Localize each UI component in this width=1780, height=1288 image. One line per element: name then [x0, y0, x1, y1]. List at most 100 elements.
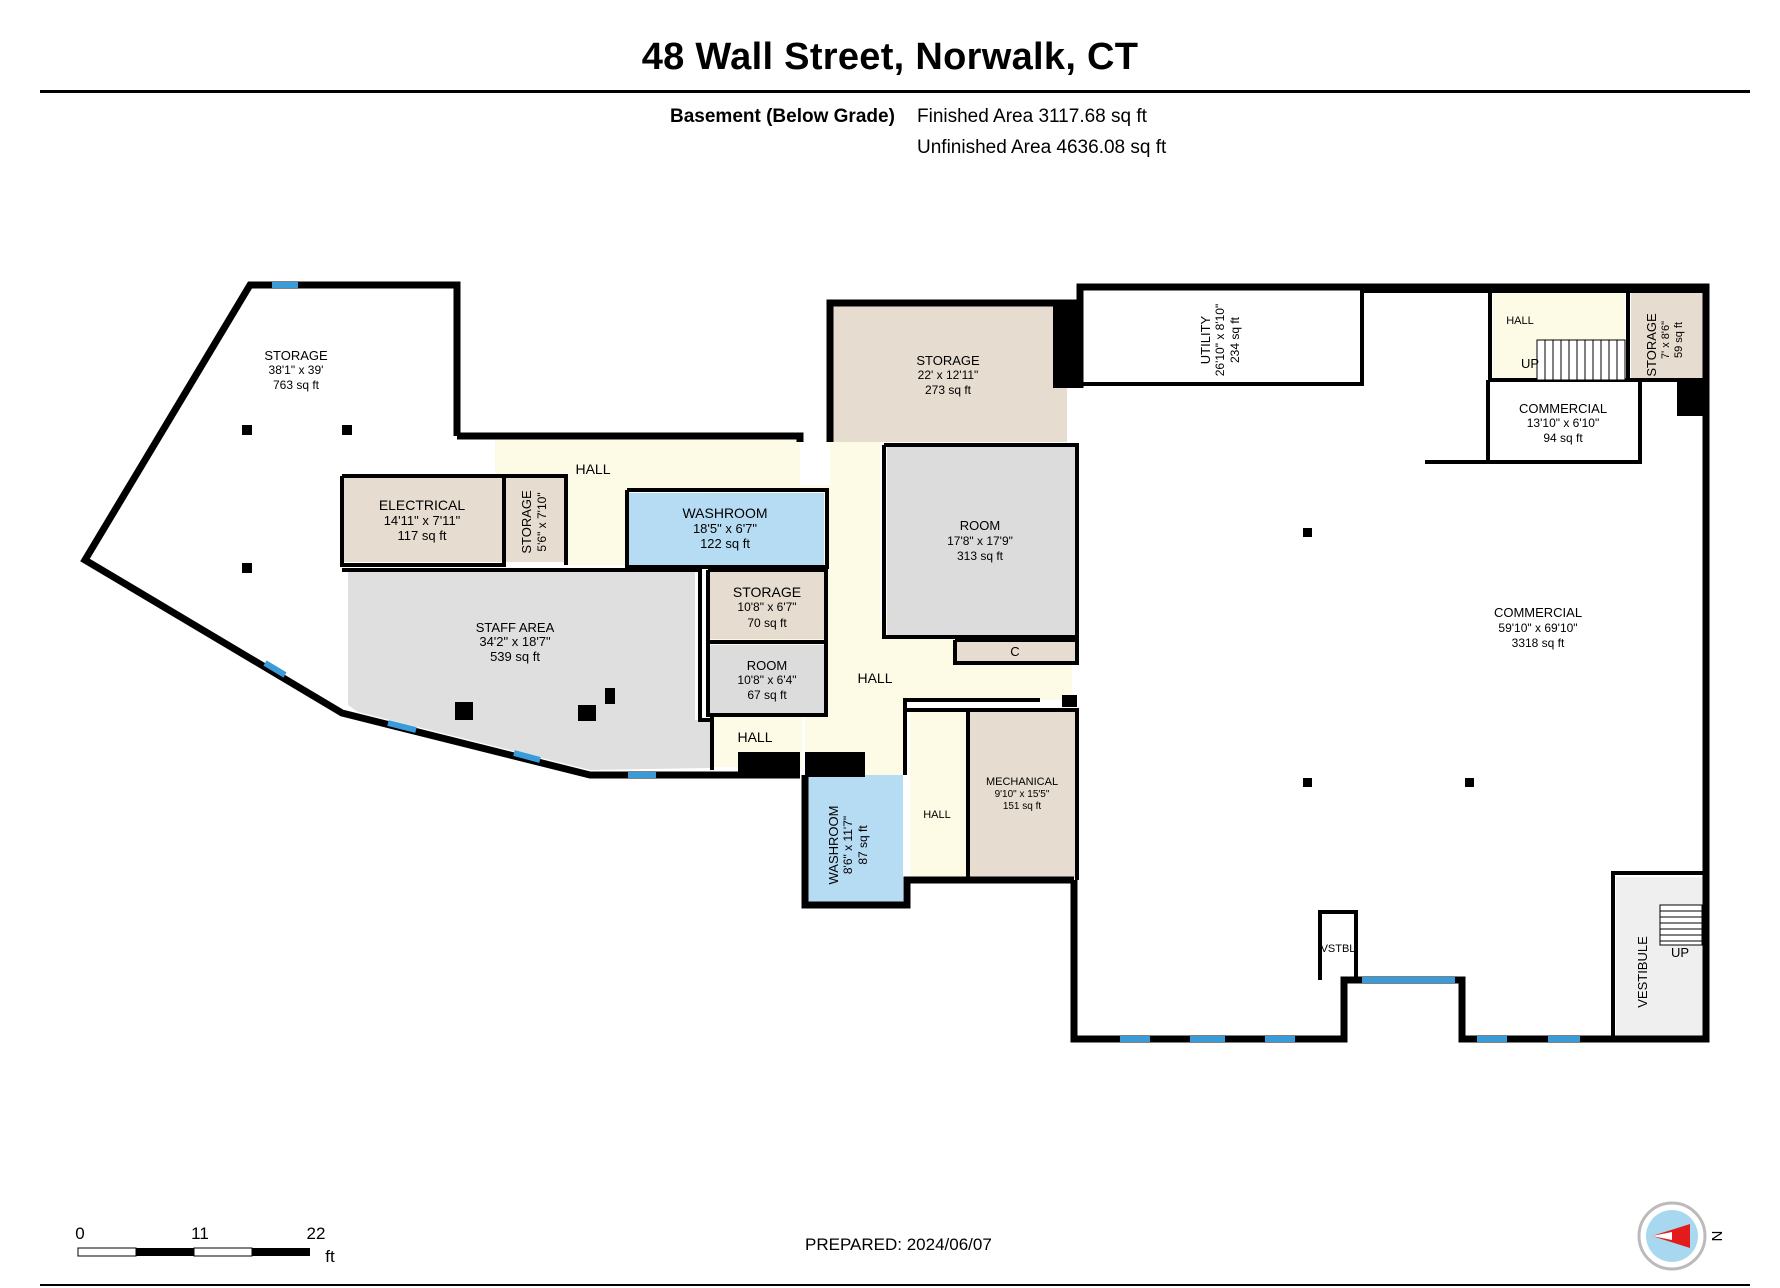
hall-top-name: HALL	[575, 461, 610, 477]
wall-vstbl	[1318, 910, 1358, 980]
utility-area: 234 sq ft	[1228, 316, 1242, 363]
room-small-name: ROOM	[747, 658, 787, 673]
finished-area: Finished Area 3117.68 sq ft	[917, 106, 1147, 127]
column	[1465, 778, 1474, 787]
wall-west	[80, 281, 800, 779]
wall-block-2	[805, 752, 865, 777]
compass-tail	[1652, 1232, 1672, 1240]
scale-unit: ft	[325, 1247, 335, 1266]
wall-vestibule	[1611, 871, 1704, 1039]
wall-north-mid	[457, 432, 804, 442]
electrical-area: 117 sq ft	[398, 528, 447, 543]
storage-mid-fill	[710, 572, 824, 639]
wall-utility	[1080, 289, 1705, 386]
washroom-a-dims: 18'5" x 6'7"	[693, 521, 757, 536]
prepared-date: PREPARED: 2024/06/07	[805, 1235, 992, 1254]
storage-corner-area: 59 sq ft	[1673, 322, 1685, 358]
column	[342, 425, 352, 435]
mechanical-fill	[970, 712, 1075, 877]
vestibule-up: UP	[1671, 945, 1689, 960]
room-small-area: 67 sq ft	[747, 688, 787, 702]
wall-block-4	[1677, 380, 1705, 416]
room-big-fill	[887, 445, 1075, 635]
wall-blocks	[738, 300, 1705, 777]
storage-big-area: 763 sq ft	[273, 378, 320, 392]
commercial-big-area: 3318 sq ft	[1512, 636, 1565, 650]
wall-block-5	[1062, 695, 1077, 707]
washroom-b-name: WASHROOM	[826, 806, 841, 885]
wall-electrical	[340, 474, 506, 567]
hall-lower-name: HALL	[923, 809, 951, 821]
mechanical-dims: 9'10" x 15'5"	[995, 789, 1050, 800]
washroom-a-name: WASHROOM	[682, 505, 767, 521]
scale-bar: 0 11 22 ft	[75, 1224, 335, 1266]
room-labels: STORAGE 38'1" x 39' 763 sq ft ELECTRICAL…	[264, 304, 1689, 1008]
staff-area-area: 539 sq ft	[490, 649, 540, 664]
unfinished-area: Unfinished Area 4636.08 sq ft	[917, 137, 1167, 158]
storage-small-v-dims: 5'6" x 7'10"	[535, 492, 549, 551]
mechanical-area: 151 sq ft	[1003, 801, 1042, 812]
wall-commercial-small	[1486, 380, 1642, 464]
room-big-dims: 17'8" x 17'9"	[947, 534, 1013, 548]
utility-dims: 26'10" x 8'10"	[1213, 304, 1227, 377]
storage-top-name: STORAGE	[916, 353, 980, 368]
hall-small-name: HALL	[737, 729, 772, 745]
columns	[242, 425, 1474, 787]
electrical-name: ELECTRICAL	[379, 497, 466, 513]
scale-seg-3	[193, 1247, 253, 1257]
storage-mid-area: 70 sq ft	[747, 616, 787, 630]
stair-north-treads	[1544, 340, 1618, 380]
storage-mid-dims: 10'8" x 6'7"	[737, 600, 796, 614]
staff-area-name: STAFF AREA	[476, 620, 555, 635]
column	[242, 425, 252, 435]
room-small-dims: 10'8" x 6'4"	[737, 673, 796, 687]
commercial-big-dims: 59'10" x 69'10"	[1498, 621, 1577, 635]
compass: N	[1637, 1201, 1725, 1271]
storage-big-name: STORAGE	[264, 348, 328, 363]
wall-mechanical-top	[907, 708, 1079, 880]
hall-stair-up: UP	[1521, 356, 1539, 371]
wall-storage-room-mid	[706, 568, 828, 717]
scale-seg-4	[252, 1248, 310, 1256]
stairs	[1536, 339, 1703, 946]
mechanical-name: MECHANICAL	[986, 776, 1058, 788]
staff-area-dims: 34'2" x 18'7"	[479, 634, 551, 649]
room-small-fill	[710, 645, 824, 713]
vestibule-fill	[1616, 877, 1704, 1036]
stair-south	[1659, 904, 1703, 946]
stair-south-treads	[1660, 910, 1702, 942]
wall-washroom-a	[625, 488, 829, 569]
windows	[263, 282, 1580, 1042]
washroom-b-dims: 8'6" x 11'7"	[841, 816, 855, 874]
washroom-a-fill	[629, 493, 824, 565]
closet-name: C	[1010, 644, 1019, 659]
wall-room-big	[882, 443, 1079, 639]
room-fills	[85, 285, 1705, 1036]
storage-corner-dims: 7' x 8'6"	[1660, 321, 1672, 359]
scale-seg-1	[77, 1247, 137, 1257]
storage-mid-name: STORAGE	[733, 584, 801, 600]
storage-top-dims: 22' x 12'11"	[918, 368, 979, 382]
washroom-a-area: 122 sq ft	[700, 536, 750, 551]
storage-corner-name: STORAGE	[1644, 313, 1659, 377]
window	[263, 660, 287, 678]
column	[1303, 778, 1312, 787]
electrical-fill	[342, 476, 504, 562]
column	[605, 688, 615, 704]
wall-closet	[953, 638, 1079, 665]
column	[455, 702, 473, 720]
commercial-small-area: 94 sq ft	[1543, 431, 1583, 445]
scale-tick-0: 0	[75, 1224, 84, 1243]
window	[387, 720, 417, 733]
wall-hall-center	[903, 698, 1040, 775]
storage-top-fill	[830, 305, 1067, 442]
washroom-b-fill	[807, 775, 903, 902]
wall-south-mid	[801, 775, 1074, 909]
commercial-big-name: COMMERCIAL	[1494, 605, 1582, 620]
utility-name: UTILITY	[1198, 315, 1213, 364]
interior-walls	[340, 289, 1705, 1039]
vstbl-small-fill	[1322, 914, 1358, 974]
storage-top-area: 273 sq ft	[925, 383, 972, 397]
column	[578, 705, 596, 721]
scale-seg-2	[136, 1248, 194, 1256]
